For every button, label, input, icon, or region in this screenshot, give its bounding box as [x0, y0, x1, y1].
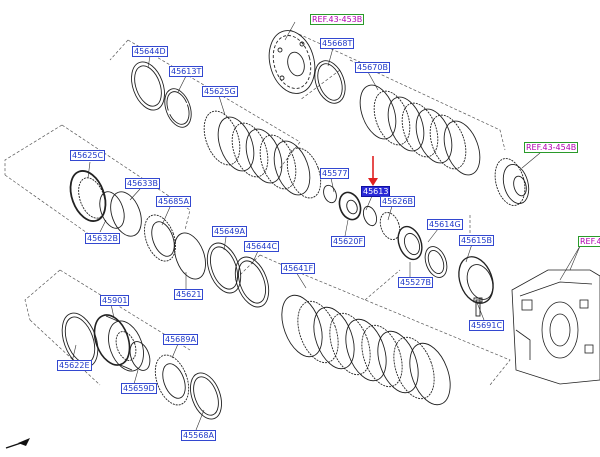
callout-45670b[interactable]: 45670B — [355, 62, 390, 73]
transmission-case — [511, 269, 600, 385]
callout-45568a[interactable]: 45568A — [181, 430, 216, 441]
gear-right — [494, 158, 530, 206]
callout-45901[interactable]: 45901 — [100, 295, 130, 306]
callout-45644d[interactable]: 45644D — [132, 46, 168, 57]
callout-45632b[interactable]: 45632B — [85, 233, 120, 244]
callout-45625g[interactable]: 45625G — [202, 86, 238, 97]
callout-45691c[interactable]: 45691C — [469, 320, 505, 331]
callout-45668t[interactable]: 45668T — [320, 38, 355, 49]
red-arrow-icon — [368, 156, 378, 186]
callout-45577[interactable]: 45577 — [320, 168, 350, 179]
callout-45633b[interactable]: 45633B — [125, 178, 160, 189]
leader-lines — [71, 21, 581, 431]
callout-ref-43-cut[interactable]: REF.4 — [578, 236, 600, 247]
callout-45620f[interactable]: 45620F — [331, 236, 366, 247]
callout-45614g[interactable]: 45614G — [427, 219, 463, 230]
callout-45622e[interactable]: 45622E — [57, 360, 92, 371]
drum-45625c — [69, 170, 107, 222]
front-direction-icon — [5, 438, 30, 449]
callout-45644c[interactable]: 45644C — [244, 241, 280, 252]
housing-45615b — [458, 256, 494, 304]
callout-45626b[interactable]: 45626B — [380, 196, 415, 207]
gear-housing-top — [268, 30, 316, 94]
callout-45659d[interactable]: 45659D — [121, 383, 157, 394]
clutch-pack-45670b — [359, 84, 481, 176]
callout-45685a[interactable]: 45685A — [156, 196, 191, 207]
callout-45649a[interactable]: 45649A — [212, 226, 247, 237]
callout-ref-43-453b[interactable]: REF.43-453B — [310, 14, 365, 25]
callout-45615b[interactable]: 45615B — [459, 235, 494, 246]
callout-45689a[interactable]: 45689A — [163, 334, 198, 345]
bolt-45691c — [473, 297, 483, 317]
callout-45621[interactable]: 45621 — [174, 289, 204, 300]
callout-45613t[interactable]: 45613T — [169, 66, 204, 77]
hub-45620f — [338, 191, 362, 221]
callout-45625c[interactable]: 45625C — [70, 150, 106, 161]
callout-45641f[interactable]: 45641F — [281, 263, 316, 274]
drum-45901 — [93, 314, 144, 372]
clutch-pack-45625g — [203, 110, 322, 199]
callout-ref-43-454b[interactable]: REF.43-454B — [524, 142, 579, 153]
callout-45613-selected[interactable]: 45613 — [361, 186, 391, 197]
callout-45527b[interactable]: 45527B — [398, 277, 433, 288]
grouping-outlines — [4, 29, 511, 386]
clutch-pack-45641f — [281, 294, 451, 406]
